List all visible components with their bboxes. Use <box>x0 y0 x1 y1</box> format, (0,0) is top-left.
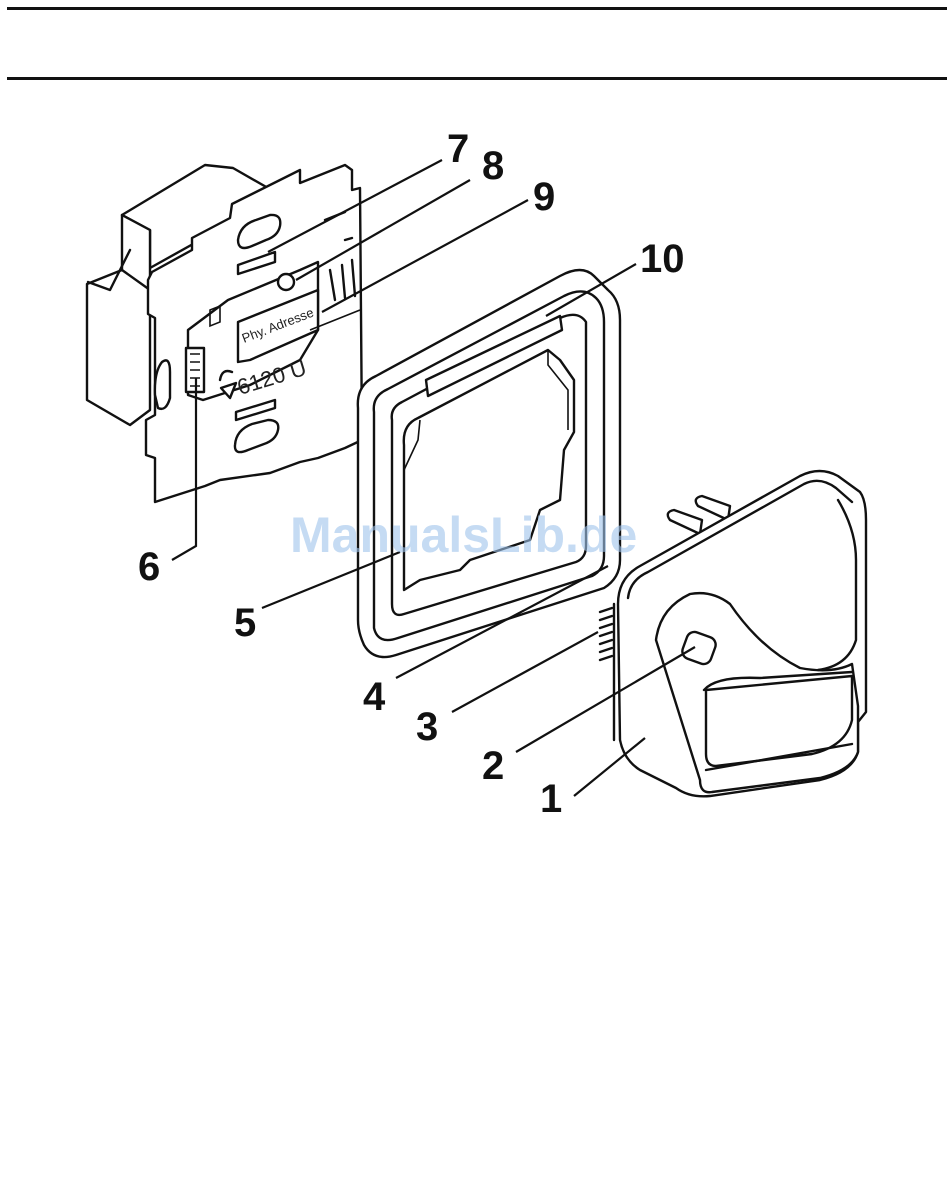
callout-10: 10 <box>640 237 685 281</box>
callout-8: 8 <box>482 144 504 188</box>
callout-5: 5 <box>234 601 256 645</box>
callout-7: 7 <box>447 127 469 171</box>
flush-mounted-insert: Phy. Adresse 6120 U <box>87 165 362 502</box>
watermark: ManualsLib.de <box>290 506 637 564</box>
programming-led <box>278 274 294 290</box>
callout-1: 1 <box>540 777 562 821</box>
cover-frame <box>358 270 620 657</box>
vent-grille <box>600 608 612 660</box>
sensor-head <box>600 471 866 796</box>
callout-9: 9 <box>533 175 555 219</box>
callout-2: 2 <box>482 744 504 788</box>
callout-6: 6 <box>138 545 160 589</box>
callout-3: 3 <box>416 705 438 749</box>
callout-4: 4 <box>363 675 386 719</box>
